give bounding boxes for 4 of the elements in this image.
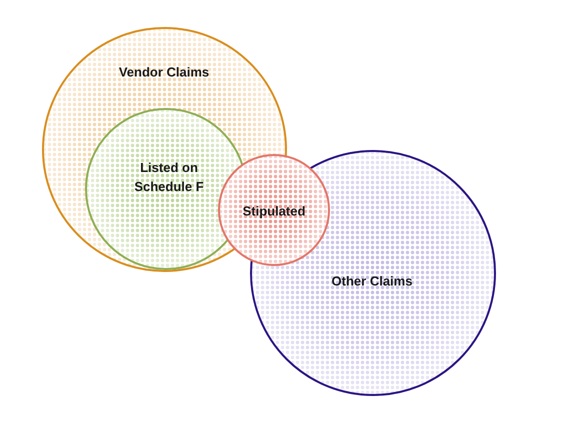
set-label: Vendor Claims — [118, 64, 210, 82]
set-label: Listed on Schedule F — [133, 159, 205, 196]
set-label: Other Claims — [330, 272, 414, 290]
set-label: Stipulated — [242, 202, 306, 220]
